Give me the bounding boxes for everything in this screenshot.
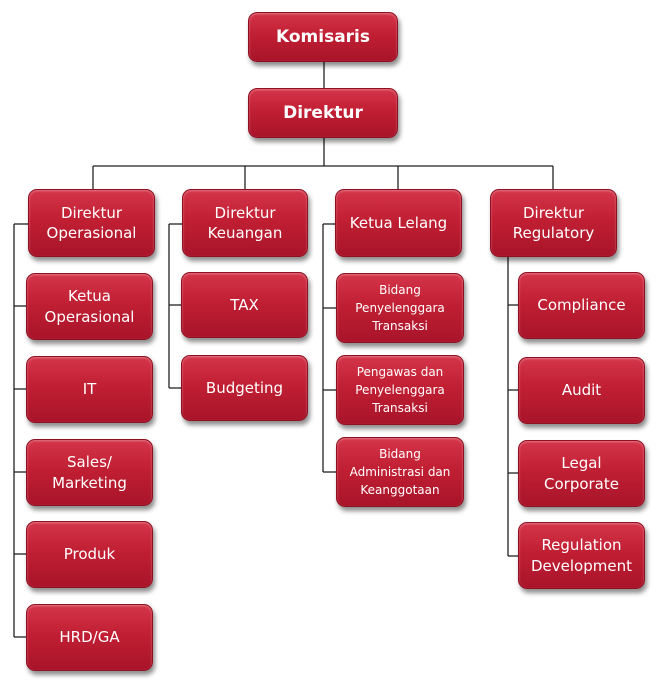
- box-komisaris: Komisaris: [248, 12, 398, 62]
- box-tax-label: TAX: [230, 295, 259, 314]
- box-sales-marketing: Sales/ Marketing: [26, 439, 153, 506]
- box-direktur-label: Direktur: [283, 102, 363, 123]
- box-direktur-keuangan-label: Direktur Keuangan: [207, 203, 283, 242]
- box-budgeting: Budgeting: [181, 355, 308, 421]
- box-direktur-regulatory: Direktur Regulatory: [490, 189, 617, 257]
- box-direktur-operasional-label: Direktur Operasional: [46, 203, 137, 242]
- box-direktur-keuangan: Direktur Keuangan: [182, 189, 308, 257]
- box-direktur: Direktur: [248, 88, 398, 138]
- box-legal-corporate-label: Legal Corporate: [544, 454, 619, 493]
- box-regulation-development-label: Regulation Development: [531, 536, 632, 575]
- box-direktur-operasional: Direktur Operasional: [28, 189, 155, 257]
- box-bidang-administrasi-keanggotaan-label: Bidang Administrasi dan Keanggotaan: [349, 447, 451, 497]
- box-budgeting-label: Budgeting: [205, 378, 284, 397]
- box-pengawas-penyelenggara-transaksi-label: Pengawas dan Penyelenggara Transaksi: [355, 365, 445, 415]
- box-komisaris-label: Komisaris: [275, 26, 370, 47]
- box-audit-label: Audit: [561, 381, 602, 400]
- box-hrd-ga: HRD/GA: [26, 604, 153, 671]
- box-bidang-penyelenggara-transaksi: Bidang Penyelenggara Transaksi: [336, 273, 464, 343]
- box-sales-marketing-label: Sales/ Marketing: [52, 453, 127, 492]
- box-produk-label: Produk: [63, 545, 116, 564]
- box-bidang-administrasi-keanggotaan: Bidang Administrasi dan Keanggotaan: [336, 437, 464, 507]
- box-ketua-operasional-label: Ketua Operasional: [44, 287, 135, 326]
- box-compliance-label: Compliance: [537, 296, 626, 315]
- box-tax: TAX: [181, 272, 308, 338]
- box-legal-corporate: Legal Corporate: [518, 440, 645, 507]
- box-audit: Audit: [518, 357, 645, 424]
- box-produk: Produk: [26, 521, 153, 588]
- box-bidang-penyelenggara-transaksi-label: Bidang Penyelenggara Transaksi: [355, 283, 445, 333]
- box-ketua-operasional: Ketua Operasional: [26, 273, 153, 340]
- box-ketua-lelang-label: Ketua Lelang: [349, 213, 448, 232]
- box-direktur-regulatory-label: Direktur Regulatory: [512, 203, 595, 242]
- box-hrd-ga-label: HRD/GA: [59, 628, 120, 647]
- box-it-label: IT: [82, 380, 97, 399]
- box-pengawas-penyelenggara-transaksi: Pengawas dan Penyelenggara Transaksi: [336, 355, 464, 425]
- box-it: IT: [26, 356, 153, 423]
- box-ketua-lelang: Ketua Lelang: [335, 189, 462, 257]
- box-compliance: Compliance: [518, 272, 645, 339]
- box-regulation-development: Regulation Development: [518, 522, 645, 589]
